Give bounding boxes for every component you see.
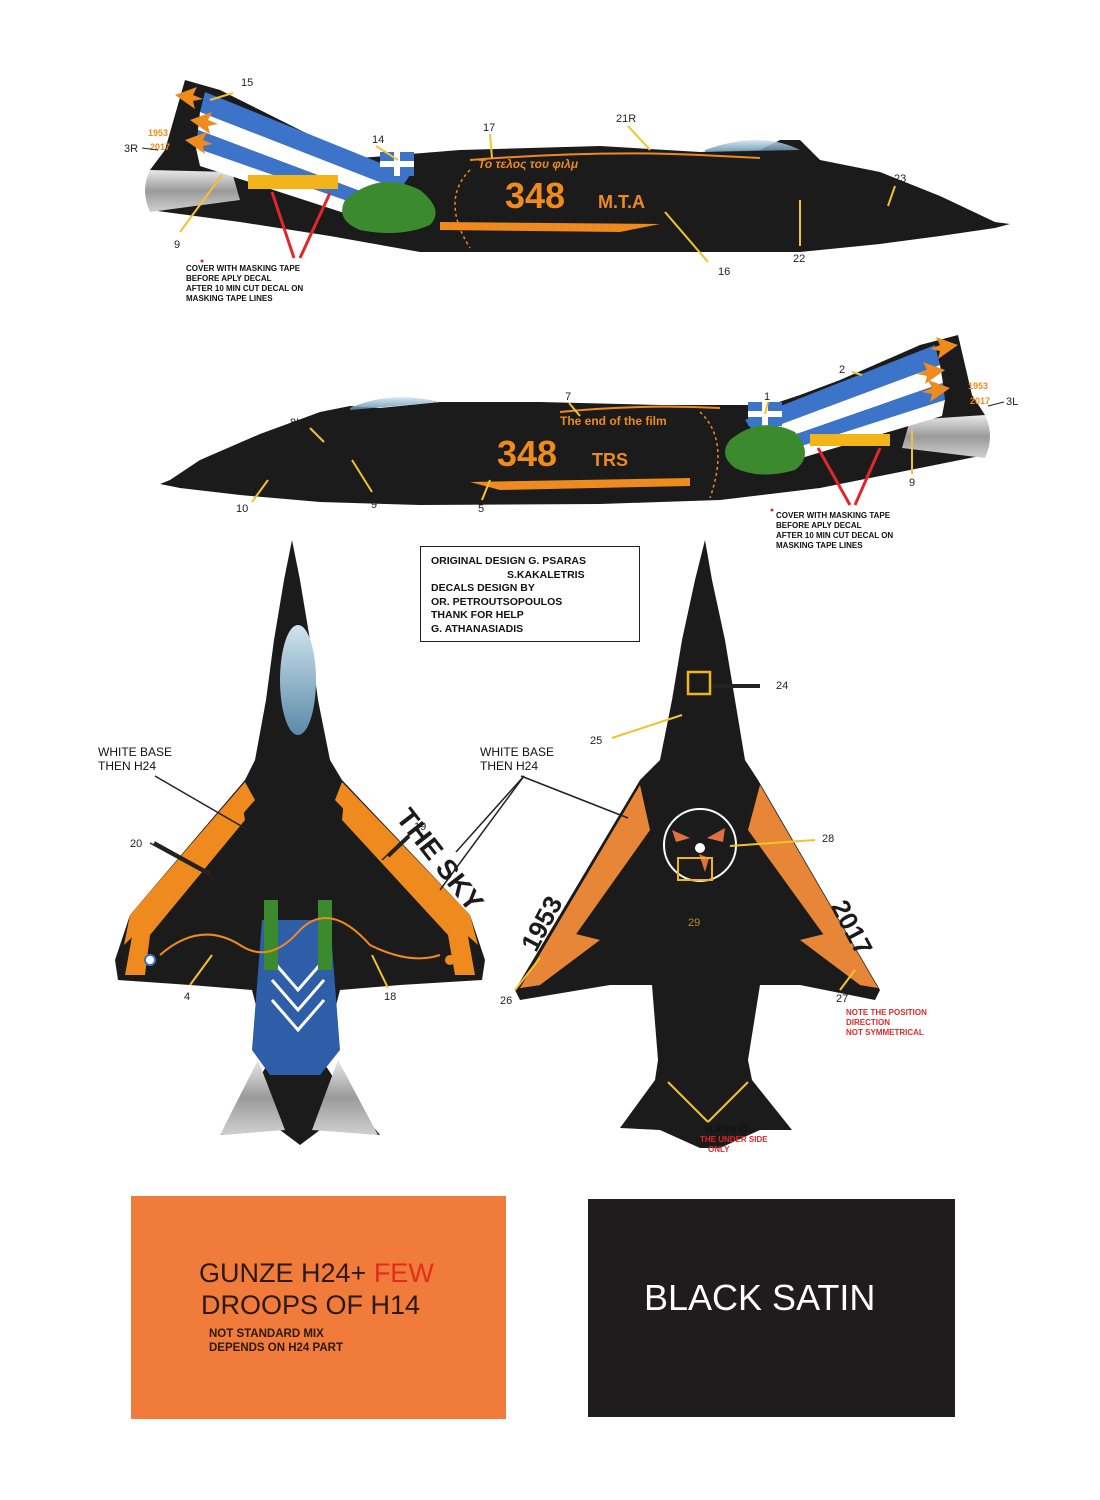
credits-line-1: ORIGINAL DESIGN G. PSARAS [431, 555, 586, 567]
left-side-motto: The end of the film [560, 414, 667, 428]
top-view-canopy [280, 625, 316, 735]
callout-21R: 21R [616, 113, 636, 125]
orange-swatch-line-1a: GUNZE H24+ [199, 1258, 374, 1288]
callout-16: 16 [718, 266, 730, 278]
right-side-tail-year-1: 1953 [148, 128, 168, 138]
top-base-note-1: WHITE BASE [98, 745, 172, 759]
left-masking-note-3: AFTER 10 MIN CUT DECAL ON [776, 531, 893, 540]
left-side-nozzle [902, 415, 990, 458]
right-side-unit-suffix: M.T.A [598, 192, 645, 212]
left-masking-note-4: MASKING TAPE LINES [776, 541, 863, 550]
left-side-tail-year-2: 2017 [970, 396, 990, 406]
orange-swatch-note-1: NOT STANDARD MIX [209, 1328, 324, 1340]
right-masking-note-1: COVER WITH MASKING TAPE [186, 264, 301, 273]
left-masking-note-1: COVER WITH MASKING TAPE [776, 511, 891, 520]
plates-note-3: ONLY [708, 1145, 730, 1154]
bottom-view-yellow-square [686, 670, 712, 696]
callout-19: 19 [414, 821, 426, 833]
credits-line-5: THANK FOR HELP [431, 609, 524, 621]
left-side-yellow-patch [810, 434, 890, 446]
callout-27: 27 [836, 993, 848, 1005]
credits-line-4: OR. PETROUTSOPOULOS [431, 595, 563, 608]
top-base-note-2: THEN H24 [98, 759, 156, 773]
orange-swatch-line-1: GUNZE H24+ FEW [199, 1258, 434, 1289]
left-side-tail-year-1: 1953 [968, 381, 988, 391]
callout-28: 28 [822, 833, 834, 845]
callout-9-right: 9 [174, 239, 180, 251]
right-side-tail-jets [175, 87, 218, 154]
callout-22: 22 [793, 253, 805, 265]
position-note-3: NOT SYMMETRICAL [846, 1028, 924, 1037]
right-side-canopy [705, 140, 800, 152]
orange-swatch-line-2: DROOPS OF H14 [201, 1290, 421, 1320]
right-side-green-camo [342, 182, 436, 234]
right-side-tail-flag [196, 92, 414, 224]
callout-26: 26 [500, 995, 512, 1007]
right-side-tail-year-2: 2017 [150, 142, 170, 152]
credits-line-2: S.KAKALETRIS [507, 568, 585, 581]
callout-3R: 3R [124, 143, 138, 155]
left-side-view: 1953 2017 The end of the film 348 TRS 2 … [160, 335, 1018, 550]
right-side-view: 1953 2017 Το τελος του φιλμ 348 M.T.A 15… [124, 77, 1010, 303]
right-side-nozzle [145, 170, 240, 212]
top-view-wings [115, 540, 485, 1145]
plates-note-2: THE UNDER SIDE [700, 1135, 768, 1144]
orange-swatch-note-2: DEPENDS ON H24 PART [209, 1342, 343, 1354]
credits-line-3: DECALS DESIGN BY [431, 582, 535, 594]
orange-color-swatch: GUNZE H24+ FEW DROOPS OF H14 NOT STANDAR… [131, 1196, 506, 1419]
black-swatch-label: BLACK SATIN [644, 1277, 876, 1318]
right-masking-note-2: BEFORE APLY DECAL [186, 274, 272, 283]
callout-23: 23 [894, 173, 906, 185]
callout-9-left-a: 9 [371, 499, 377, 511]
orange-swatch-few: FEW [373, 1258, 434, 1288]
credits-box: ORIGINAL DESIGN G. PSARAS S.KAKALETRIS D… [420, 546, 640, 642]
callout-3L: 3L [1006, 396, 1018, 408]
right-side-yellow-patch [248, 175, 338, 189]
position-note-1: NOTE THE POSITION [846, 1008, 927, 1017]
plates-note-1: PLATES AT [705, 1125, 748, 1134]
callout-7: 7 [565, 391, 571, 403]
left-masking-note-2: BEFORE APLY DECAL [776, 521, 862, 530]
callout-9-left-b: 9 [909, 477, 915, 489]
callout-15: 15 [241, 77, 253, 89]
right-side-motto: Το τελος του φιλμ [478, 157, 579, 171]
callout-25: 25 [590, 735, 602, 747]
callout-14: 14 [372, 134, 384, 146]
position-note-2: DIRECTION [846, 1018, 890, 1027]
right-masking-note-4: MASKING TAPE LINES [186, 294, 273, 303]
left-side-tail-flag [745, 345, 945, 465]
left-side-green-camo [725, 425, 805, 475]
right-side-unit-number: 348 [505, 175, 565, 216]
callout-10: 10 [236, 503, 248, 515]
callout-20: 20 [130, 838, 142, 850]
right-side-orange-stripe [469, 152, 761, 161]
callout-29: 29 [688, 917, 700, 929]
credits-line-6: G. ATHANASIADIS [431, 622, 524, 635]
callout-8L: 8L [290, 417, 302, 429]
callout-2: 2 [839, 364, 845, 376]
right-masking-note-3: AFTER 10 MIN CUT DECAL ON [186, 284, 303, 293]
callout-18: 18 [384, 991, 396, 1003]
callout-4: 4 [184, 991, 190, 1003]
callout-1: 1 [764, 391, 770, 403]
callout-5: 5 [478, 503, 484, 515]
black-color-swatch: BLACK SATIN [588, 1199, 955, 1417]
callout-24: 24 [776, 680, 788, 692]
bottom-base-note-2: THEN H24 [480, 759, 538, 773]
top-view: EYE IN THE SKY WHITE BASE THEN H24 20 19… [98, 540, 525, 1145]
left-side-unit-number: 348 [497, 433, 557, 474]
left-side-canopy [350, 397, 440, 410]
callout-17: 17 [483, 122, 495, 134]
bottom-base-note-1: WHITE BASE [480, 745, 554, 759]
left-side-unit-suffix: TRS [592, 450, 628, 470]
left-side-tail-jets [917, 337, 958, 402]
